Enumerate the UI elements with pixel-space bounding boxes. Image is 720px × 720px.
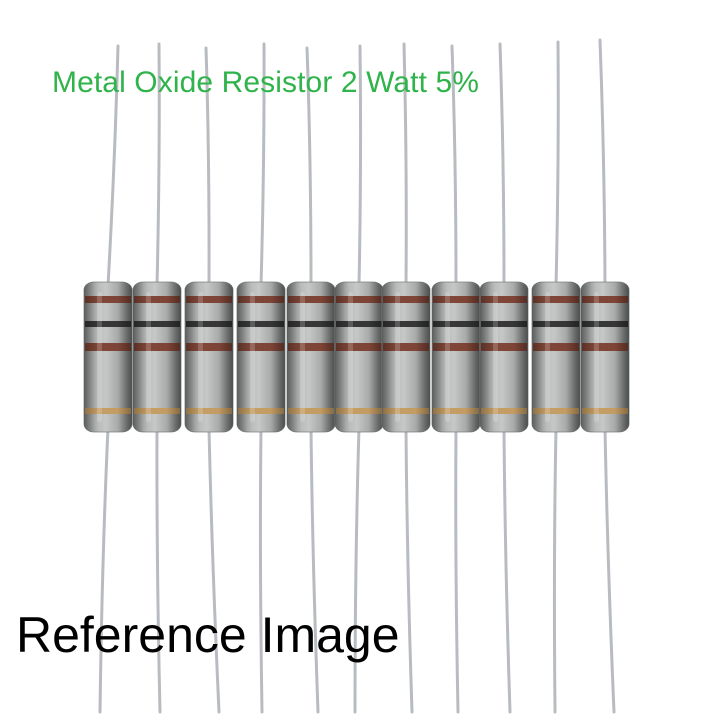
body-shading xyxy=(480,282,528,432)
resistor xyxy=(531,40,581,714)
resistor xyxy=(381,42,431,714)
body-shading xyxy=(335,282,383,432)
body-highlight xyxy=(348,292,353,422)
resistor-lead-bottom xyxy=(552,426,558,714)
resistor-lead-top xyxy=(498,42,506,288)
body-shading xyxy=(382,282,430,432)
resistor xyxy=(184,46,234,714)
resistor-lead-top xyxy=(106,44,120,288)
body-shading xyxy=(84,282,132,432)
resistor-lead-bottom xyxy=(207,426,221,714)
resistor xyxy=(479,42,529,714)
product-title: Metal Oxide Resistor 2 Watt 5% xyxy=(52,66,480,99)
resistor-lead-top xyxy=(450,44,458,288)
body-highlight xyxy=(300,292,305,422)
resistor xyxy=(236,42,286,714)
body-highlight xyxy=(97,292,102,422)
resistor-lead-bottom xyxy=(404,426,414,714)
resistor-lead-top xyxy=(402,42,408,288)
resistor-lead-bottom xyxy=(353,426,361,714)
resistor xyxy=(132,42,182,714)
body-shading xyxy=(432,282,480,432)
resistor-lead-bottom xyxy=(98,426,110,714)
resistor-lead-top xyxy=(598,38,607,288)
resistor-lead-top xyxy=(204,46,211,288)
body-highlight xyxy=(146,292,151,422)
resistor-lead-bottom xyxy=(155,426,162,714)
body-shading xyxy=(581,282,629,432)
resistor-lead-bottom xyxy=(309,426,320,714)
body-shading xyxy=(532,282,580,432)
body-highlight xyxy=(594,292,599,422)
resistor-lead-top xyxy=(357,44,363,288)
body-highlight xyxy=(545,292,550,422)
resistor-lead-bottom xyxy=(258,426,264,714)
resistor xyxy=(334,44,384,714)
resistor-lead-bottom xyxy=(454,426,460,714)
body-highlight xyxy=(395,292,400,422)
resistor-lead-top xyxy=(155,42,161,288)
resistor-lead-top xyxy=(554,40,560,288)
resistor-lead-bottom xyxy=(502,426,512,714)
resistor xyxy=(580,38,630,714)
resistor-lead-top xyxy=(259,42,266,288)
body-highlight xyxy=(250,292,255,422)
resistor-lead-bottom xyxy=(603,426,616,714)
resistor xyxy=(83,44,133,714)
body-shading xyxy=(287,282,335,432)
resistor xyxy=(431,44,481,714)
resistor xyxy=(286,46,336,714)
body-highlight xyxy=(493,292,498,422)
body-shading xyxy=(133,282,181,432)
reference-image-caption: Reference Image xyxy=(16,607,400,663)
body-shading xyxy=(237,282,285,432)
resistor-lead-top xyxy=(305,46,313,288)
body-highlight xyxy=(445,292,450,422)
body-highlight xyxy=(198,292,203,422)
body-shading xyxy=(185,282,233,432)
